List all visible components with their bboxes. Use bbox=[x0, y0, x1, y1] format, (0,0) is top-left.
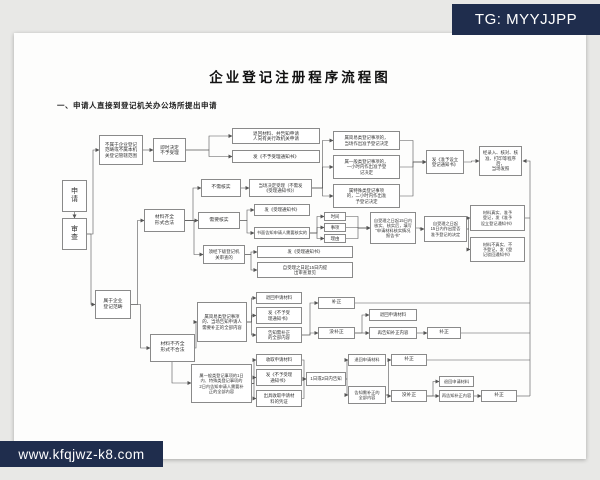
flow-node-notice2: 发《不予受 理通知书》 bbox=[256, 307, 302, 324]
flow-node-special: 属特殊类登记事项 的，二小时内作出准 予登记决定 bbox=[333, 184, 400, 208]
flow-node-general: 属一般类登记事项的， 一小时内作出准予登 记决定 bbox=[333, 155, 400, 179]
flow-node-inform12: 1日或2日内告知 bbox=[306, 372, 346, 386]
flow-node-return3: 退回申请材料 bbox=[369, 309, 417, 321]
flow-node-writteninform: 书面告知申请人需要核实的 bbox=[254, 227, 310, 239]
flow-node-reason: 理由 bbox=[324, 234, 346, 243]
watermark-top: TG: MYYJJPP bbox=[452, 4, 600, 35]
flow-node-fix4: 补正 bbox=[481, 390, 517, 402]
flow-node-okmat: 材料齐全 形式合法 bbox=[144, 209, 185, 232]
flow-node-mattrue: 材料真实、准予 登记，发《准予 设立登记通知书》 bbox=[470, 205, 525, 231]
watermark-bottom: www.kfqjwz-k8.com bbox=[0, 441, 163, 467]
flow-node-return5: 退回申请材料 bbox=[439, 376, 474, 387]
flow-node-fix2: 补正 bbox=[427, 327, 461, 339]
flow-node-collect: 收取申请材料 bbox=[256, 354, 302, 366]
flow-node-generalinform: 属一般类登记事项的1日 内、特殊类登记事项的 2日内告知申请人需要补 正的全部内… bbox=[191, 364, 252, 403]
flow-node-voucher: 出具收取申请材 料的凭证 bbox=[256, 390, 302, 407]
flow-node-notscope: 不属于企业登记 范畴或不属本机 关登记管辖范围 bbox=[99, 135, 143, 165]
flow-node-decide15: 自受理之日起 15日内作出是否 准予登记的决定 bbox=[424, 216, 467, 242]
flow-node-scope: 属于企业 登记范畴 bbox=[95, 290, 131, 319]
flow-node-return4: 退回申请材料 bbox=[348, 354, 386, 366]
flow-node-review: 审 查 bbox=[62, 218, 87, 250]
flow-node-opinion15: 自受理之日起15日内提 出审查意见 bbox=[257, 262, 353, 278]
flow-node-lowerreview: 须经下级登记机 关审查的 bbox=[203, 245, 245, 264]
flow-node-matter: 事项 bbox=[324, 223, 346, 232]
flow-node-grantnotice: 发《准予设立 登记通知书》 bbox=[426, 150, 464, 174]
flow-node-verify15: 自受理之日起15日内 核实、核实后，填写 “申请材料核实情况 报告书” bbox=[370, 212, 416, 244]
section-heading: 一、申请人直接到登记机关办公场所提出申请 bbox=[57, 101, 217, 110]
flow-node-simple: 属简易类登记事项的， 当场作出准予登记决定 bbox=[333, 131, 400, 150]
flow-node-notice1: 发《不予受理通知书》 bbox=[232, 150, 320, 163]
flow-node-reinform1: 再告知补正内容 bbox=[369, 327, 417, 339]
flow-node-notice3: 发《不予受理 通知书》 bbox=[256, 369, 302, 386]
flow-node-rejectnow: 即时决定 不予受理 bbox=[153, 138, 186, 162]
flow-node-incomplete: 材料不齐全 形式不合法 bbox=[150, 334, 195, 362]
flow-node-informall1: 告知需补正 的全部内容 bbox=[256, 327, 302, 343]
flow-node-acceptnotice1: 发《受理通知书》 bbox=[254, 204, 310, 216]
flow-node-license: 经录入、核对、核 准、打印等程序后， 当场发照 bbox=[479, 146, 522, 176]
flow-node-nofix2: 没补正 bbox=[391, 390, 427, 402]
page-title: 企业登记注册程序流程图 bbox=[209, 70, 391, 85]
flow-node-apply: 申 请 bbox=[62, 180, 87, 212]
flow-node-nofix1: 没补正 bbox=[318, 327, 355, 339]
flow-node-matfalse: 材料不真实、不 予登记，发《登 记驳回通知书》 bbox=[470, 237, 525, 262]
flow-node-noverify: 不需核实 bbox=[201, 179, 241, 197]
flow-node-reinform2: 再告知补正内容 bbox=[439, 390, 474, 402]
flow-node-return2: 退回申请材料 bbox=[256, 292, 302, 304]
flow-node-needverify: 需要核实 bbox=[198, 212, 240, 229]
flow-node-acceptnotice2: 发《受理通知书》 bbox=[257, 246, 353, 258]
flow-node-time: 时间 bbox=[324, 212, 346, 221]
flow-node-return1: 退回材料、并告知申请 人向有关行政机关申请 bbox=[232, 128, 320, 144]
flow-node-simpleinform: 属简易类登记事项 的、当场告知申请人 需要补正的全部内容 bbox=[197, 302, 247, 342]
flow-node-fix1: 补正 bbox=[318, 297, 355, 309]
flow-node-informall2: 告知需补正的 全部内容 bbox=[348, 386, 386, 404]
flow-node-fix3: 补正 bbox=[391, 354, 427, 366]
flow-node-onspot: 当场决定受理（不需发 《受理通知书》） bbox=[249, 179, 312, 197]
